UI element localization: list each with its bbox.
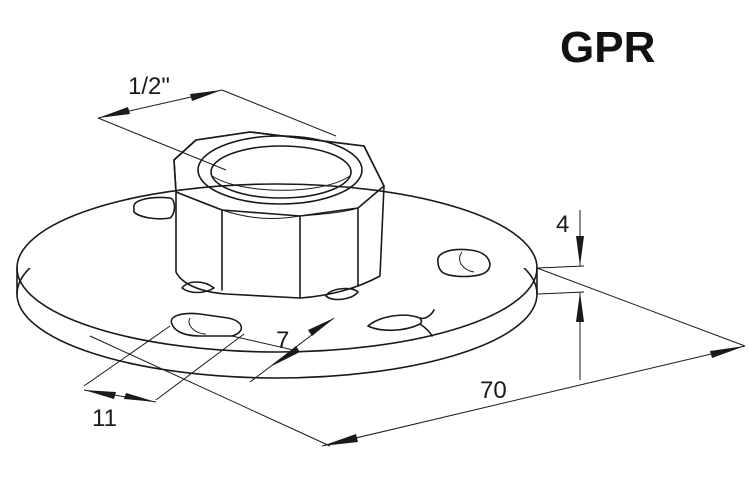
dim-thread-label: 1/2"	[128, 73, 170, 100]
dim-slot-width: 7	[231, 317, 335, 383]
dim-thread: 1/2"	[97, 73, 337, 171]
slot-left-front	[170, 312, 243, 337]
hex-nut	[173, 131, 385, 301]
dim-diameter-label: 70	[480, 377, 507, 404]
dim-thickness-label: 4	[556, 211, 569, 238]
fish-logo	[367, 309, 435, 337]
dim-slot-width-label: 7	[276, 327, 289, 354]
hole-back-left	[133, 196, 176, 220]
page-title: GPR	[560, 23, 655, 72]
hole-right	[437, 248, 491, 278]
mounting-holes	[133, 196, 491, 337]
dim-diameter: 70	[89, 267, 746, 447]
dim-slot-length: 11	[83, 325, 245, 432]
dim-thickness: 4	[537, 210, 585, 380]
dim-slot-length-label: 11	[92, 405, 117, 432]
